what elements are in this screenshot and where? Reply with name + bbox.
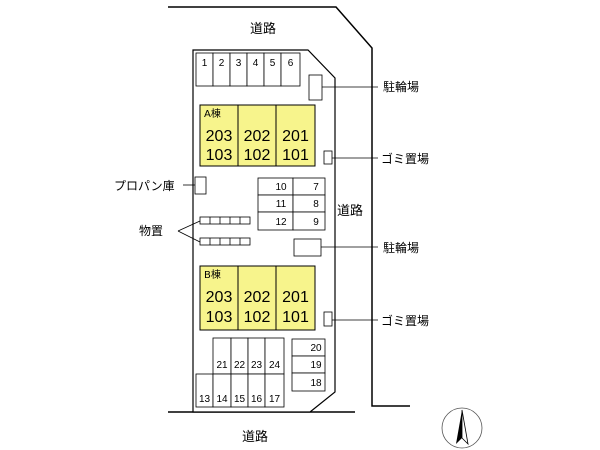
parking-top-labels: 1 2 3 4 5 6 [202, 58, 294, 69]
parking-space-11: 11 [276, 199, 287, 210]
parking-space-7: 7 [313, 182, 319, 193]
north-arrow-icon [441, 407, 483, 449]
bicycle-parking-middle [293, 238, 322, 257]
parking-space-10: 10 [275, 182, 287, 193]
parking-space-22: 22 [234, 360, 246, 371]
parking-bottom-upper [212, 337, 285, 375]
parking-space-9: 9 [313, 217, 319, 228]
leader-storage [177, 220, 201, 243]
parking-bottom-right [291, 338, 326, 392]
building-a-units: 203 103 202 102 201 101 [206, 128, 309, 164]
parking-middle-labels: 10 11 12 7 8 9 [275, 182, 319, 228]
unit-a-103: 103 [206, 147, 233, 164]
parking-bottom-upper-labels: 21 22 23 24 [216, 360, 280, 371]
building-b-name: B棟 [204, 268, 221, 281]
parking-space-6: 6 [288, 58, 294, 69]
unit-b-203: 203 [206, 289, 233, 306]
unit-a-201: 201 [282, 128, 309, 145]
parking-space-16: 16 [251, 394, 263, 405]
unit-a-202: 202 [244, 128, 271, 145]
parking-bottom-lower [195, 373, 285, 408]
road-label-top: 道路 [250, 21, 276, 37]
parking-middle [257, 177, 326, 231]
label-garbage-top: ゴミ置場 [381, 151, 429, 166]
unit-b-201: 201 [282, 289, 309, 306]
label-storage: 物置 [139, 224, 163, 238]
parking-space-3: 3 [236, 58, 242, 69]
parking-bottom-lower-labels: 13 14 15 16 17 [199, 394, 281, 405]
garbage-area-bottom [323, 311, 333, 327]
parking-space-13: 13 [199, 394, 211, 405]
building-a-name: A棟 [204, 107, 221, 120]
parking-space-24: 24 [269, 360, 281, 371]
parking-space-23: 23 [251, 360, 263, 371]
road-label-right: 道路 [337, 203, 363, 219]
parking-space-20: 20 [310, 343, 322, 354]
parking-space-1: 1 [202, 58, 208, 69]
building-b [199, 265, 316, 331]
parking-space-12: 12 [275, 217, 287, 228]
parking-space-4: 4 [253, 58, 259, 69]
storage-sheds [199, 216, 251, 246]
road-line-top [168, 6, 410, 407]
parking-space-15: 15 [234, 394, 246, 405]
parking-space-2: 2 [219, 58, 225, 69]
unit-a-203: 203 [206, 128, 233, 145]
unit-b-101: 101 [282, 309, 309, 326]
building-b-units: 203 103 202 102 201 101 [206, 289, 309, 326]
parking-bottom-right-labels: 20 19 18 [310, 343, 322, 389]
unit-b-103: 103 [206, 309, 233, 326]
building-a [199, 104, 316, 167]
bicycle-parking-top [308, 74, 323, 101]
label-bicycle-middle: 駐輪場 [383, 240, 419, 255]
unit-b-202: 202 [244, 289, 271, 306]
label-bicycle-top: 駐輪場 [383, 79, 419, 94]
propane-storage [194, 176, 207, 195]
garbage-area-top [323, 150, 333, 165]
road-label-bottom: 道路 [242, 429, 268, 445]
parking-space-5: 5 [270, 58, 276, 69]
parking-space-21: 21 [216, 360, 228, 371]
parking-space-19: 19 [310, 360, 322, 371]
parking-space-17: 17 [269, 394, 281, 405]
unit-a-101: 101 [282, 147, 309, 164]
parking-space-8: 8 [313, 199, 319, 210]
unit-b-102: 102 [244, 309, 271, 326]
parking-space-18: 18 [310, 378, 322, 389]
unit-a-102: 102 [244, 147, 271, 164]
label-garbage-bottom: ゴミ置場 [381, 313, 429, 328]
label-propane: プロパン庫 [114, 179, 175, 193]
parking-space-14: 14 [216, 394, 228, 405]
parking-top-row [195, 52, 301, 87]
